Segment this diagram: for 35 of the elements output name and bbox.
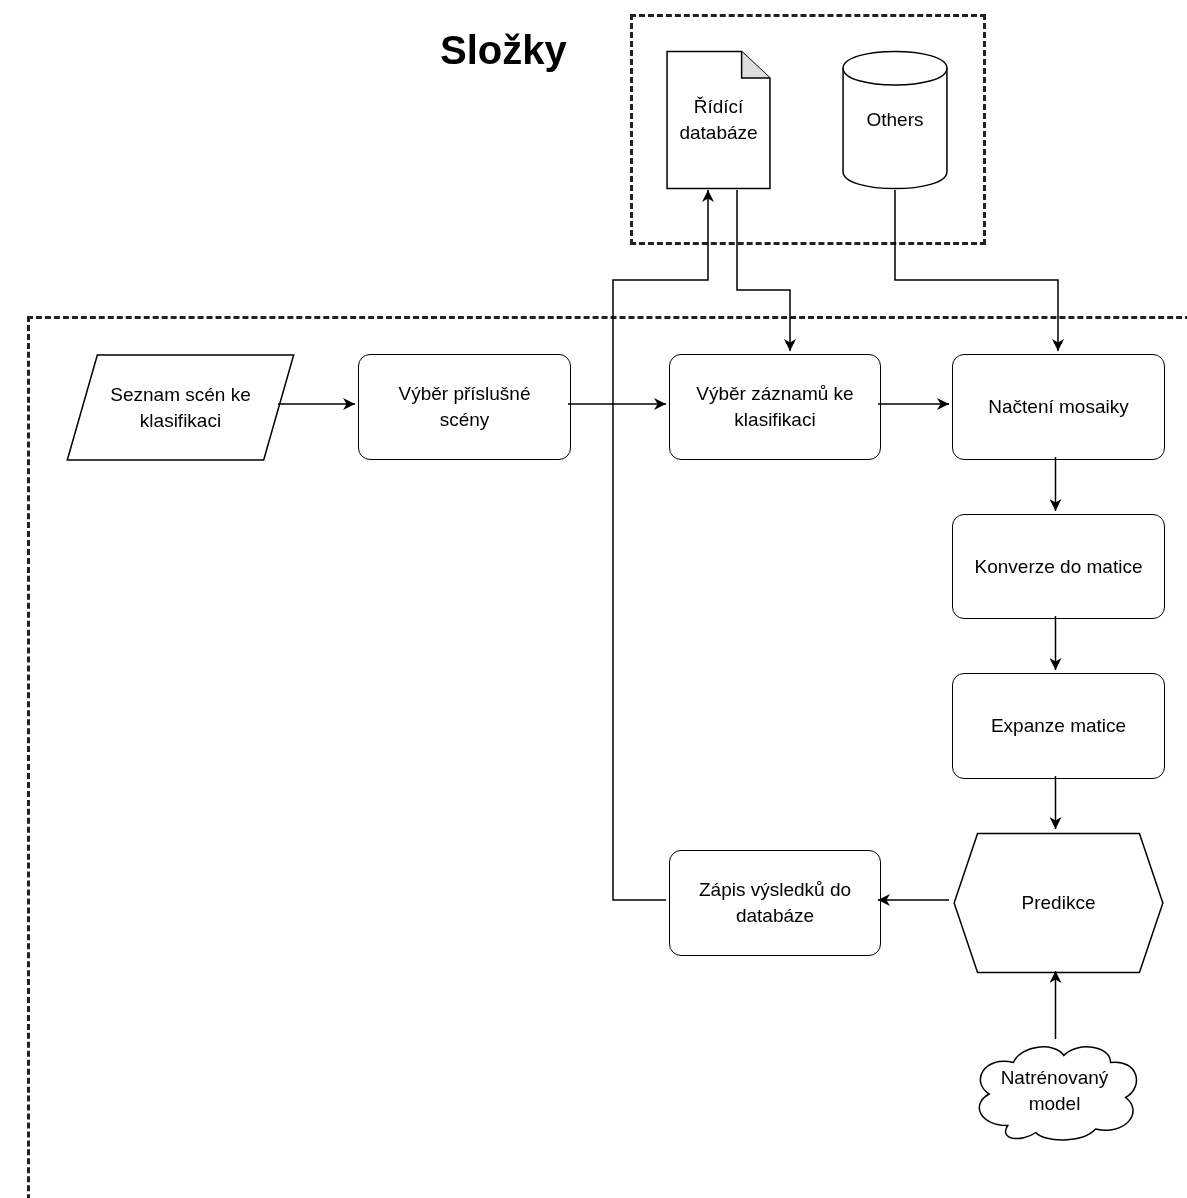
node-label: Expanze matice — [989, 714, 1128, 738]
node-label: Řídící databáze — [678, 95, 759, 145]
node-label: Seznam scén ke klasifikaci — [109, 382, 252, 433]
group-heading: Složky — [440, 30, 567, 70]
arrow — [877, 894, 950, 906]
arrow — [1049, 970, 1062, 1040]
document-shape — [666, 50, 771, 190]
hexagon-shape — [952, 832, 1165, 974]
arrow — [277, 398, 356, 410]
process-box — [952, 354, 1165, 460]
arrow — [567, 398, 667, 410]
process-box — [358, 354, 571, 460]
process-box — [952, 673, 1165, 779]
process-box — [669, 354, 881, 460]
arrow — [1049, 775, 1062, 830]
node-label: Zápis výsledků do databáze — [697, 878, 853, 928]
node-label: Konverze do matice — [973, 554, 1144, 579]
node-label: Výběr záznamů ke klasifikaci — [695, 382, 855, 432]
arrow — [736, 189, 796, 352]
node-label: Others — [865, 108, 925, 132]
input-parallelogram — [65, 354, 296, 461]
node-label: Predikce — [1020, 891, 1097, 915]
database-cylinder — [842, 50, 948, 190]
node-label: Výběr příslušné scény — [397, 382, 532, 432]
node-label: Načtení mosaiky — [987, 395, 1130, 419]
arrow — [877, 398, 950, 410]
arrow — [1049, 615, 1062, 671]
process-box — [952, 514, 1165, 619]
dashed-group-box — [27, 316, 1187, 1198]
arrow — [612, 189, 714, 901]
process-box — [669, 850, 881, 956]
arrow — [894, 189, 1064, 352]
arrow — [1049, 456, 1062, 512]
node-label: Natrénovaný model — [999, 1065, 1110, 1116]
dashed-group-box — [440, 14, 986, 245]
